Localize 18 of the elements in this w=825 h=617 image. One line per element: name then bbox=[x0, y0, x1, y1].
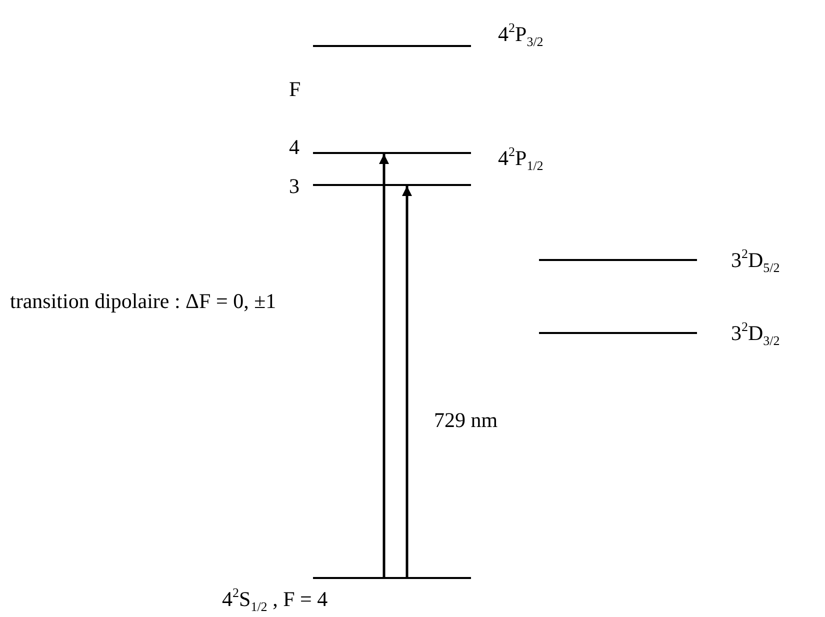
annotation-text: transition dipolaire : ΔF = 0, ±1 bbox=[10, 289, 276, 313]
transition-arrow bbox=[402, 186, 412, 577]
level-label: 3$^{2}$D$_{3/2}$ bbox=[731, 321, 780, 348]
energy-level-line bbox=[313, 45, 471, 47]
axis-label: F bbox=[289, 77, 301, 101]
level-label: 4$^{2}$S$_{1/2}$ , F = 4 bbox=[222, 587, 328, 614]
energy-level-line bbox=[539, 259, 697, 261]
energy-level-line bbox=[313, 577, 471, 579]
energy-level-line bbox=[313, 152, 471, 154]
level-label: 3$^{2}$D$_{5/2}$ bbox=[731, 248, 780, 275]
level-label: 4 bbox=[289, 135, 300, 159]
level-label: 3 bbox=[289, 174, 300, 198]
level-label: 4$^{2}$P$_{3/2}$ bbox=[498, 22, 544, 49]
wavelength-label: 729 nm bbox=[434, 408, 498, 432]
transition-arrow bbox=[379, 154, 389, 577]
level-label: 4$^{2}$P$_{1/2}$ bbox=[498, 146, 544, 173]
energy-level-line bbox=[313, 184, 471, 186]
energy-level-line bbox=[539, 332, 697, 334]
